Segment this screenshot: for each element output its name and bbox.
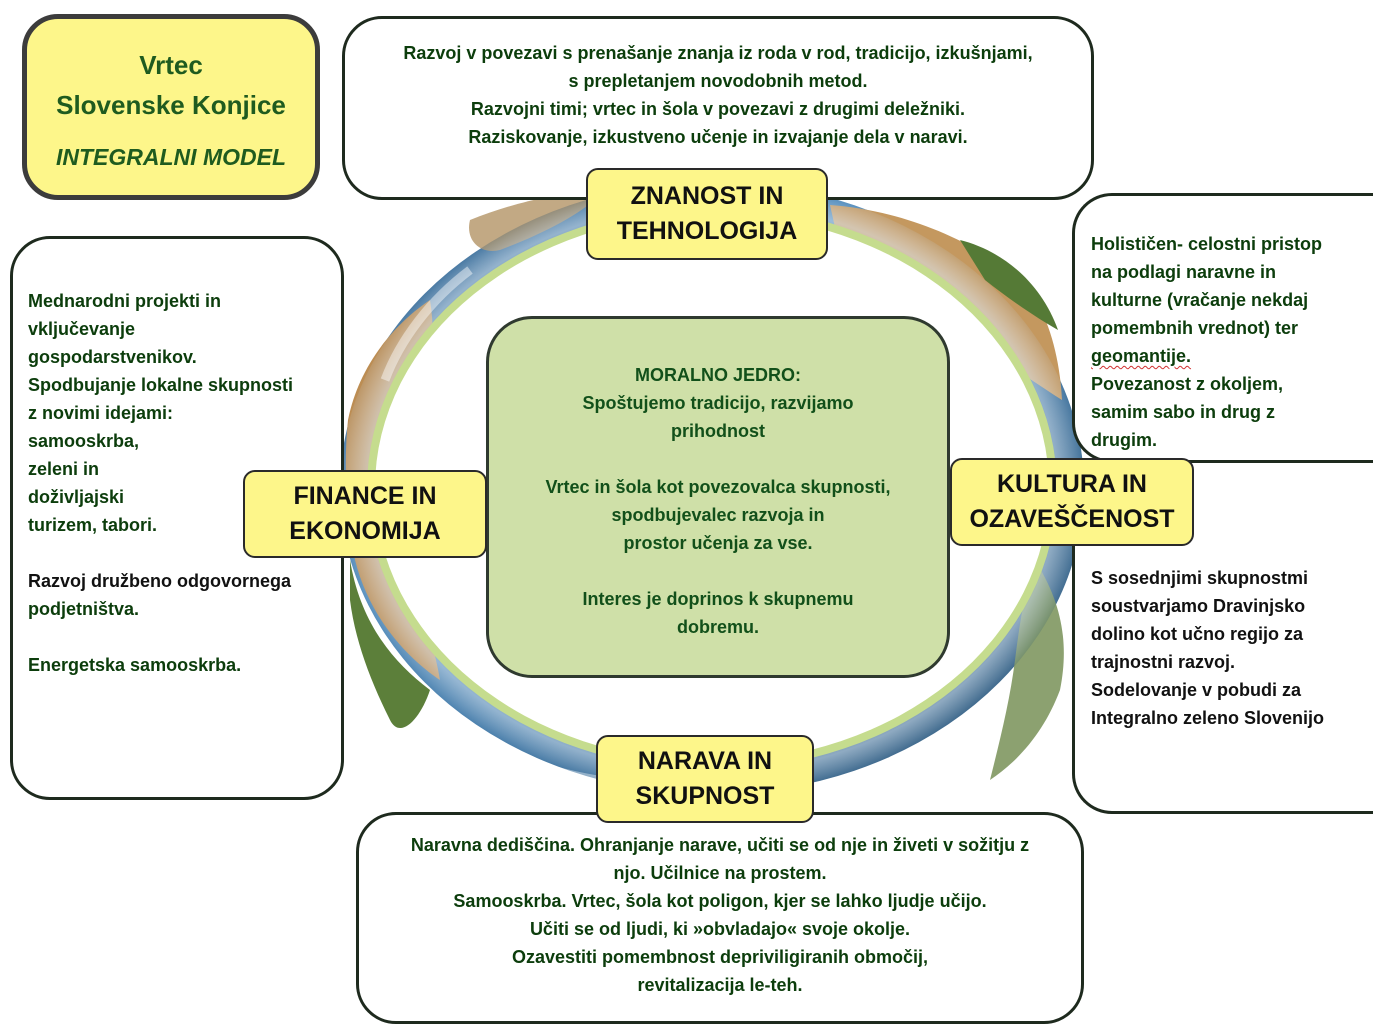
bottom-text-line: Samooskrba. Vrtec, šola kot poligon, kje… <box>453 891 987 911</box>
title-line-2: Slovenske Konjice <box>56 90 286 120</box>
topic-finance-economy: FINANCE IN EKONOMIJA <box>243 470 487 558</box>
bottom-text-line: njo. Učilnice na prostem. <box>613 863 827 883</box>
topic-line: OZAVEŠČENOST <box>969 505 1175 533</box>
left-text-line: z novimi idejami: <box>28 403 174 423</box>
bottom-text-line: Naravna dediščina. Ohranjanje narave, uč… <box>410 835 1030 855</box>
left-text-line: doživljajski <box>28 487 125 507</box>
right-top-text-line: geomantije. <box>1091 346 1192 366</box>
right-bottom-text-box: S sosednjimi skupnostmi soustvarjamo Dra… <box>1072 520 1373 814</box>
bottom-text-line: Ozavestiti pomembnost depriviligiranih o… <box>511 947 929 967</box>
topic-culture-awareness: KULTURA IN OZAVEŠČENOST <box>950 458 1194 546</box>
right-bottom-text-line: trajnostni razvoj. <box>1091 652 1236 672</box>
left-text-line: Razvoj družbeno odgovornega <box>28 571 292 591</box>
topic-line: SKUPNOST <box>635 782 775 810</box>
moral-core-box: MORALNO JEDRO: Spoštujemo tradicijo, raz… <box>486 316 950 678</box>
title-subtitle: INTEGRALNI MODEL <box>56 144 286 170</box>
top-text-box: Razvoj v povezavi s prenašanje znanja iz… <box>342 16 1094 200</box>
topic-line: FINANCE IN <box>293 482 437 510</box>
topic-line: NARAVA IN <box>637 747 773 775</box>
bottom-text-line: revitalizacija le-teh. <box>637 975 803 995</box>
core-line: Spoštujemo tradicijo, razvijamo <box>582 393 854 413</box>
right-bottom-text-line: S sosednjimi skupnostmi <box>1091 568 1309 588</box>
right-bottom-text-line: dolino kot učno regijo za <box>1091 624 1304 644</box>
right-bottom-text-line: Integralno zeleno Slovenijo <box>1091 708 1325 728</box>
left-text-line: samooskrba, <box>28 431 140 451</box>
bottom-text-box: Naravna dediščina. Ohranjanje narave, uč… <box>356 812 1084 1024</box>
left-text-line: turizem, tabori. <box>28 515 158 535</box>
core-line: prostor učenja za vse. <box>623 533 813 553</box>
land-northeast-green <box>960 240 1058 330</box>
right-top-text-line: Holističen- celostni pristop <box>1091 234 1323 254</box>
topic-science-technology: ZNANOST IN TEHNOLOGIJA <box>586 168 828 260</box>
left-text-line: Energetska samooskrba. <box>28 655 242 675</box>
left-text-line: Spodbujanje lokalne skupnosti <box>28 375 294 395</box>
right-top-text-line: Povezanost z okoljem, <box>1091 374 1284 394</box>
topic-line: ZNANOST IN <box>630 182 784 210</box>
bottom-text-line: Učiti se od ljudi, ki »obvladajo« svoje … <box>529 919 911 939</box>
core-line: Vrtec in šola kot povezovalca skupnosti, <box>545 477 891 497</box>
title-line-1: Vrtec <box>139 50 203 80</box>
top-text-line: Razvojni timi; vrtec in šola v povezavi … <box>470 99 966 119</box>
land-west-green <box>350 560 430 729</box>
topic-line: TEHNOLOGIJA <box>616 217 798 245</box>
left-text-line: podjetništva. <box>28 599 140 619</box>
top-text-line: Razvoj v povezavi s prenašanje znanja iz… <box>403 43 1033 63</box>
top-text-line: Raziskovanje, izkustveno učenje in izvaj… <box>468 127 968 147</box>
core-heading: MORALNO JEDRO: <box>635 365 801 385</box>
right-bottom-text-line: Sodelovanje v pobudi za <box>1091 680 1302 700</box>
right-top-text-line: na podlagi naravne in <box>1091 262 1277 282</box>
left-text-line: vključevanje <box>28 319 136 339</box>
left-text-line: Mednarodni projekti in <box>28 291 222 311</box>
cloud-swirl-left <box>380 266 473 382</box>
right-top-text-line: samim sabo in drug z <box>1091 402 1276 422</box>
right-bottom-text-line: soustvarjamo Dravinjsko <box>1091 596 1306 616</box>
core-line: prihodnost <box>671 421 765 441</box>
title-box: Vrtec Slovenske Konjice INTEGRALNI MODEL <box>22 14 320 200</box>
topic-nature-community: NARAVA IN SKUPNOST <box>596 735 814 823</box>
left-text-line: zeleni in <box>28 459 100 479</box>
topic-line: EKONOMIJA <box>289 517 441 545</box>
right-top-text-line: drugim. <box>1091 430 1157 450</box>
core-line: spodbujevalec razvoja in <box>611 505 825 525</box>
core-line: dobremu. <box>676 617 759 637</box>
core-line: Interes je doprinos k skupnemu <box>582 589 854 609</box>
top-text-line: s prepletanjem novodobnih metod. <box>568 71 868 91</box>
right-top-text-line: kulturne (vračanje nekdaj <box>1091 290 1309 310</box>
right-top-text-box: Holističen- celostni pristop na podlagi … <box>1072 193 1373 463</box>
left-text-line: gospodarstvenikov. <box>28 347 197 367</box>
right-top-text-line: pomembnih vrednot) ter <box>1091 318 1299 338</box>
topic-line: KULTURA IN <box>997 470 1147 498</box>
